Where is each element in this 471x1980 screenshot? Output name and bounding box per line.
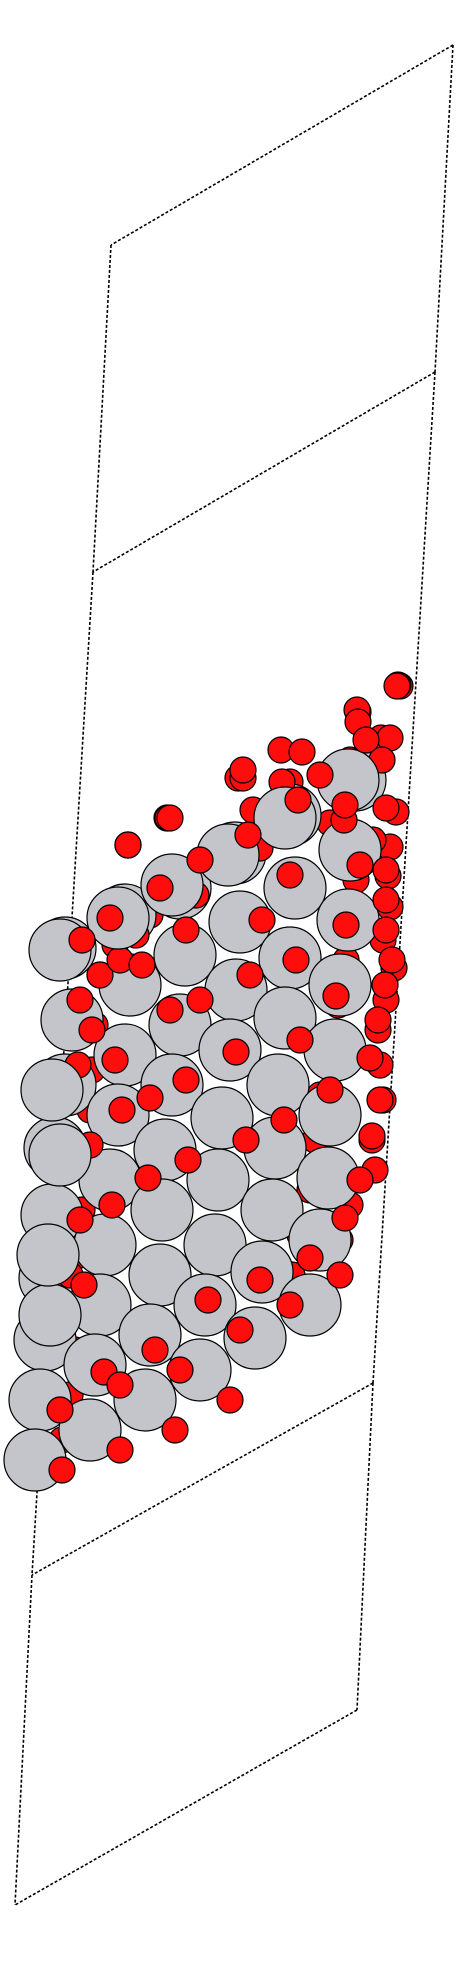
oxygen-atom [358,1122,386,1150]
oxygen-atom [68,926,96,954]
cell-edge [31,1382,374,1576]
oxygen-atom [174,1146,202,1174]
oxygen-atom [372,886,400,914]
oxygen-atom [352,726,380,754]
metal-atom [130,1178,194,1242]
oxygen-atom [136,1084,164,1112]
oxygen-atom [276,1291,304,1319]
metal-atom [20,1058,84,1122]
cell-edge [14,1709,358,1906]
oxygen-atom [282,946,310,974]
oxygen-atom [86,961,114,989]
oxygen-atom [378,946,406,974]
oxygen-atom [226,1316,254,1344]
metal-atom [303,1018,367,1082]
atom-layer [3,671,414,1492]
oxygen-atom [372,856,400,884]
oxygen-atom [286,1026,314,1054]
oxygen-atom [108,1096,136,1124]
oxygen-atom [246,1266,274,1294]
oxygen-atom [372,916,400,944]
oxygen-atom [270,1106,298,1134]
oxygen-atom [141,1336,169,1364]
oxygen-atom [356,1044,384,1072]
oxygen-atom [316,1076,344,1104]
oxygen-atom [46,1396,74,1424]
oxygen-atom [134,1164,162,1192]
oxygen-atom [346,851,374,879]
oxygen-atom [383,672,411,700]
oxygen-atom [70,1271,98,1299]
oxygen-atom [331,791,359,819]
cell-edge [434,44,454,373]
oxygen-atom [106,1436,134,1464]
metal-atom [186,1148,250,1212]
oxygen-atom [186,846,214,874]
oxygen-atom [364,1006,392,1034]
oxygen-atom [194,1286,222,1314]
oxygen-atom [234,821,262,849]
oxygen-atom [346,1166,374,1194]
cell-edge [92,371,436,573]
oxygen-atom [66,1206,94,1234]
oxygen-atom [101,1046,129,1074]
oxygen-atom [332,911,360,939]
oxygen-atom [276,861,304,889]
oxygen-atom [236,961,264,989]
oxygen-atom [248,906,276,934]
oxygen-atom [172,916,200,944]
oxygen-atom [156,996,184,1024]
oxygen-atom [372,794,400,822]
oxygen-atom [222,1038,250,1066]
oxygen-atom [114,831,142,859]
oxygen-atom [322,982,350,1010]
oxygen-atom [371,971,399,999]
oxygen-atom [229,756,257,784]
oxygen-atom [186,986,214,1014]
cell-edge [372,371,436,1384]
oxygen-atom [172,1066,200,1094]
cell-edge [92,244,112,573]
oxygen-atom [326,1261,354,1289]
cell-edge [14,1574,33,1906]
metal-atom [28,1123,92,1187]
oxygen-atom [78,1016,106,1044]
oxygen-atom [232,1126,260,1154]
metal-atom [16,1223,80,1287]
cell-edge [356,1382,374,1711]
oxygen-atom [98,1191,126,1219]
oxygen-atom [156,804,184,832]
oxygen-atom [166,1356,194,1384]
metal-atom [58,1398,122,1462]
oxygen-atom [96,904,124,932]
oxygen-atom [66,986,94,1014]
oxygen-atom [128,951,156,979]
oxygen-atom [146,874,174,902]
oxygen-atom [306,761,334,789]
oxygen-atom [366,1086,394,1114]
oxygen-atom [48,1456,76,1484]
oxygen-atom [106,1371,134,1399]
metal-atom [240,1178,304,1242]
oxygen-atom [216,1386,244,1414]
cell-edge [110,44,454,246]
metal-atom [18,1283,82,1347]
oxygen-atom [288,738,316,766]
oxygen-atom [284,786,312,814]
oxygen-atom [296,1244,324,1272]
oxygen-atom [331,1204,359,1232]
oxygen-atom [161,1416,189,1444]
